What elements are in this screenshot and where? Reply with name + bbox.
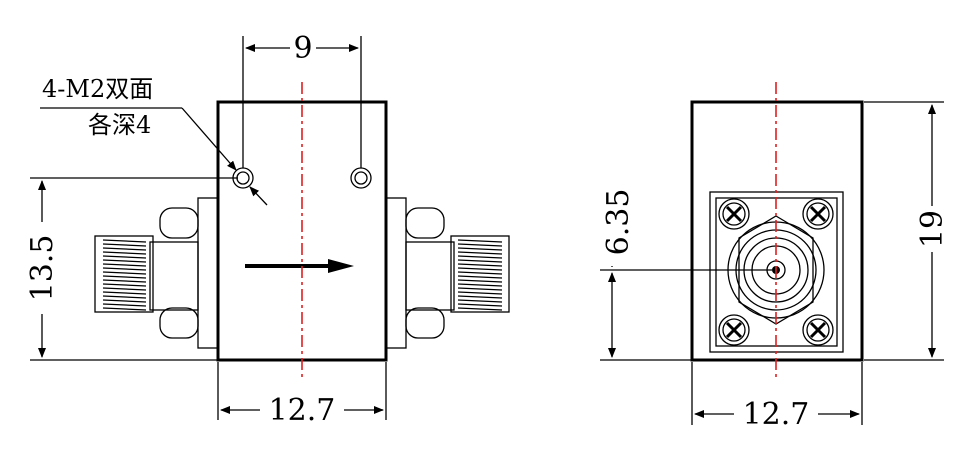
dim-height-left-label: 13.5: [25, 235, 60, 302]
dim-hole-spacing-label: 9: [293, 31, 312, 66]
dimension-height-right: 19: [864, 101, 950, 361]
hole-spec-line1: 4-M2双面: [42, 75, 153, 103]
dim-width-left-label: 12.7: [269, 393, 336, 428]
hole-spec-callout: 4-M2双面 各深4: [40, 75, 268, 206]
dim-height-right-label: 19: [915, 210, 950, 248]
dimension-hole-spacing: 9: [242, 30, 362, 168]
dim-width-right-label: 12.7: [743, 397, 810, 432]
flange-screws: [718, 198, 834, 346]
left-sma-connector: [94, 207, 199, 339]
dimension-width-left: 12.7: [217, 362, 387, 428]
dimension-width-right: 12.7: [691, 362, 863, 432]
mounting-hole-right: [350, 167, 372, 189]
end-view-body: [690, 100, 864, 362]
right-flange: [385, 197, 407, 349]
left-flange: [197, 197, 219, 349]
top-view: 9 13.5 12.7 4-M2双面 各深4: [22, 30, 510, 428]
dim-connector-height-label: 6.35: [601, 189, 636, 256]
end-view: 6.35 19 12.7: [598, 82, 950, 432]
signal-direction-arrow: [245, 259, 354, 273]
dimension-connector-height: 6.35: [598, 176, 772, 361]
dimension-height-left: 13.5: [22, 177, 238, 361]
right-sma-connector: [405, 207, 510, 339]
hole-spec-line2: 各深4: [88, 111, 151, 139]
